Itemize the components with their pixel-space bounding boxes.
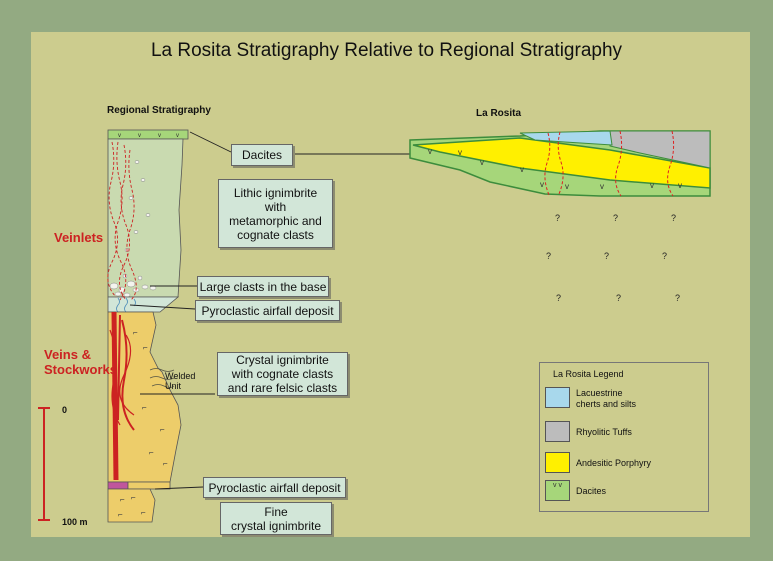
unknown-mark: ? [556,293,562,303]
regional-pyroclastic-upper-layer [107,296,180,313]
svg-text:v: v [540,180,544,189]
unknown-mark: ? [555,213,561,223]
legend-label-andesitic: Andesitic Porphyry [576,458,652,468]
legend-label-lacustrine: Lacuestrine cherts and silts [576,388,637,409]
scale-bottom-label: 100 m [62,517,88,527]
legend-swatch-andesitic [545,452,570,473]
lithic-ignimbrite-box: Lithic ignimbrite with metamorphic and c… [218,179,333,248]
fine-crystal-box: Fine crystal ignimbrite [220,502,332,535]
la-rosita-legend: La Rosita Legend Lacuestrine cherts and … [539,362,709,512]
large-clasts [109,160,157,298]
svg-text:v: v [138,133,141,139]
veinlets-label: Veinlets [54,230,104,245]
scale-bar [38,407,50,521]
svg-text:⌐: ⌐ [141,508,146,517]
regional-fine-crystal-layer [107,488,156,523]
svg-text:v: v [565,182,569,191]
vein-network [107,141,137,481]
svg-text:v: v [118,133,121,139]
la-rosita-lacustrine-cherts [519,130,613,146]
legend-swatch-lacustrine [545,387,570,408]
svg-text:⌐: ⌐ [120,495,125,504]
svg-text:⌐: ⌐ [143,343,148,352]
svg-text:v: v [600,182,604,191]
legend-label-dacites: Dacites [576,486,607,496]
legend-title: La Rosita Legend [553,369,624,379]
unknown-mark: ? [675,293,681,303]
unknown-mark: ? [671,213,677,223]
legend-swatch-rhyolitic [545,421,570,442]
unknown-mark: ? [662,251,668,261]
welded-unit-label: Welded Unit [165,371,196,391]
svg-text:v: v [678,181,682,190]
scale-top-label: 0 [62,405,68,415]
svg-text:v: v [480,158,484,167]
large-clasts-box: Large clasts in the base [197,276,329,297]
svg-text:⌐: ⌐ [142,403,147,412]
svg-text:v: v [176,133,179,139]
svg-text:⌐: ⌐ [133,328,138,337]
svg-text:⌐: ⌐ [163,459,168,468]
svg-text:v: v [428,147,432,156]
pyroclastic-upper-box: Pyroclastic airfall deposit [195,300,340,321]
la-rosita-faults [544,130,675,197]
unknown-mark: ? [604,251,610,261]
leader-lines [129,131,410,490]
svg-text:v: v [458,148,462,157]
la-rosita-heading: La Rosita [476,108,522,119]
svg-text:v: v [520,165,524,174]
svg-text:⌐: ⌐ [149,448,154,457]
regional-stratigraphy-heading: Regional Stratigraphy [107,105,211,116]
unknown-mark: ? [616,293,622,303]
svg-text:⌐: ⌐ [160,425,165,434]
unknown-mark: ? [613,213,619,223]
diagram-title: La Rosita Stratigraphy Relative to Regio… [150,40,623,61]
svg-text:v: v [650,181,654,190]
legend-label-rhyolitic: Rhyolitic Tuffs [576,427,632,437]
legend-swatch-dacites: v v [545,480,570,501]
pyroclastic-lower-box: Pyroclastic airfall deposit [203,477,346,498]
svg-text:⌐: ⌐ [131,493,136,502]
crystal-ignimbrite-box: Crystal ignimbrite with cognate clasts a… [217,352,348,396]
unknown-mark: ? [546,251,552,261]
svg-text:v: v [158,133,161,139]
svg-text:⌐: ⌐ [118,510,123,519]
regional-pyroclastic-lower-layer [107,481,129,490]
dacites-box: Dacites [231,144,293,166]
veins-stockworks-label: Veins & Stockworks [44,347,117,377]
